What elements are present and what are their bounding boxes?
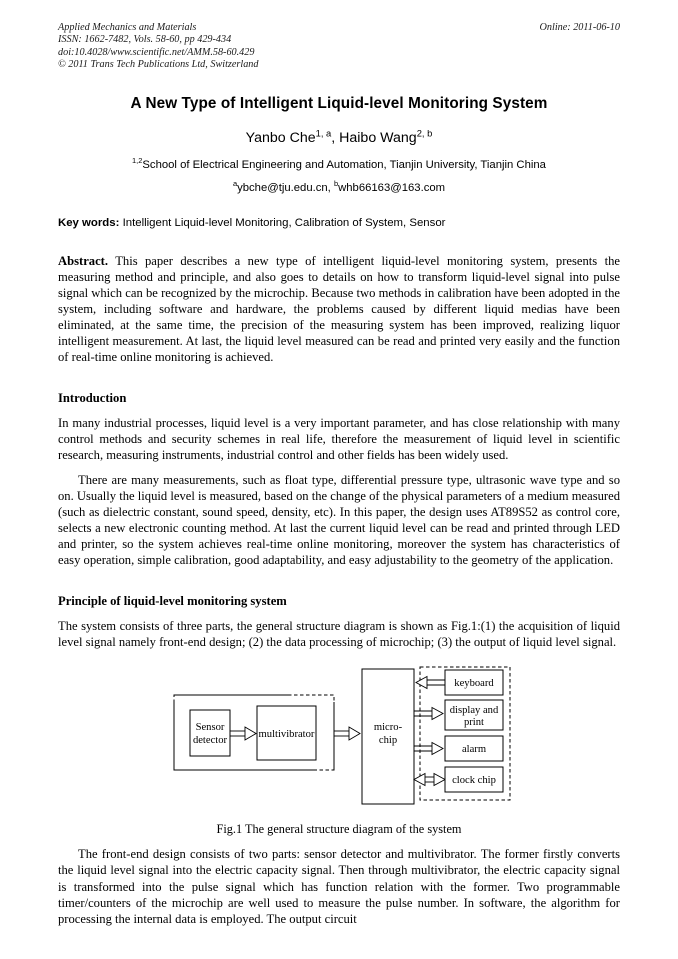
affiliation-sup: 1,2: [132, 155, 143, 165]
affiliation-text: School of Electrical Engineering and Aut…: [142, 158, 546, 171]
abstract-label: Abstract.: [58, 253, 109, 268]
arrow-microchip-clockchip-bidirectional: [413, 773, 446, 787]
author-separator: ,: [331, 129, 340, 146]
keyboard-box: [444, 669, 504, 696]
microchip-label-1: micro-: [374, 722, 403, 733]
principle-paragraph-1: The system consists of three parts, the …: [58, 619, 620, 650]
journal-copyright: © 2011 Trans Tech Publications Ltd, Swit…: [58, 59, 259, 71]
abstract: Abstract. This paper describes a new typ…: [58, 253, 620, 366]
journal-name: Applied Mechanics and Materials: [58, 22, 197, 33]
alarm-label: alarm: [462, 744, 487, 755]
multivibrator-label: multivibrator: [259, 729, 315, 740]
author-2-name: Haibo Wang: [339, 129, 417, 146]
keyboard-label: keyboard: [454, 678, 494, 689]
display-print-box: [444, 699, 504, 731]
journal-header: Online: 2011-06-10 Applied Mechanics and…: [58, 0, 620, 72]
page-content: Online: 2011-06-10 Applied Mechanics and…: [58, 0, 620, 927]
display-print-label-2: print: [464, 717, 484, 728]
keywords-line: Key words: Intelligent Liquid-level Moni…: [58, 217, 620, 229]
microchip-label-2: chip: [379, 735, 397, 746]
author-1-sup: 1, a: [315, 127, 332, 138]
keywords-label: Key words:: [58, 216, 120, 229]
trailing-paragraph: The front-end design consists of two par…: [58, 847, 620, 926]
arrow-keyboard-to-microchip: [415, 676, 445, 690]
author-emails: aybche@tju.edu.cn, bwhb66163@163.com: [58, 178, 620, 194]
output-group-boundary: [419, 666, 511, 801]
abstract-text: This paper describes a new type of intel…: [58, 253, 620, 365]
display-print-label-1: display and: [450, 705, 499, 716]
online-date: Online: 2011-06-10: [539, 22, 620, 33]
keywords-value: Intelligent Liquid-level Monitoring, Cal…: [119, 216, 446, 229]
microchip-box: [361, 668, 415, 805]
sensor-detector-label-2: detector: [193, 735, 228, 746]
author-2-sup: 2, b: [416, 127, 433, 138]
alarm-box: [444, 735, 504, 762]
author-1-name: Yanbo Che: [245, 129, 316, 146]
email-a-sup: a: [232, 178, 238, 188]
arrow-frontend-to-microchip: [334, 726, 361, 742]
arrow-microchip-to-alarm: [414, 742, 444, 756]
clock-chip-label: clock chip: [452, 775, 496, 786]
arrow-microchip-to-display: [414, 707, 444, 721]
section-heading-introduction: Introduction: [58, 391, 127, 406]
introduction-paragraph-1: In many industrial processes, liquid lev…: [58, 416, 620, 463]
clock-chip-box: [444, 766, 504, 793]
sensor-detector-box: [189, 709, 231, 757]
page-title: A New Type of Intelligent Liquid-level M…: [130, 94, 548, 112]
author-list: Yanbo Che1, a, Haibo Wang2, b: [58, 127, 620, 146]
email-b[interactable]: whb66163@163.com: [338, 181, 446, 194]
figure-1: Sensor detector multivibrator: [58, 662, 620, 820]
journal-issn: ISSN: 1662-7482, Vols. 58-60, pp 429-434: [58, 34, 232, 46]
email-a[interactable]: ybche@tju.edu.cn,: [237, 181, 334, 194]
introduction-paragraph-2: There are many measurements, such as flo…: [58, 472, 620, 568]
figure-1-caption: Fig.1 The general structure diagram of t…: [216, 822, 462, 837]
email-b-sup: b: [333, 178, 339, 188]
affiliation: 1,2School of Electrical Engineering and …: [58, 155, 620, 171]
journal-doi: doi:10.4028/www.scientific.net/AMM.58-60…: [58, 46, 255, 58]
multivibrator-box: [256, 705, 317, 761]
sensor-detector-label-1: Sensor: [196, 722, 225, 733]
section-heading-principle: Principle of liquid-level monitoring sys…: [58, 594, 287, 609]
arrow-sensor-to-multivibrator: [230, 726, 257, 742]
figure-1-diagram: Sensor detector multivibrator: [168, 662, 520, 812]
